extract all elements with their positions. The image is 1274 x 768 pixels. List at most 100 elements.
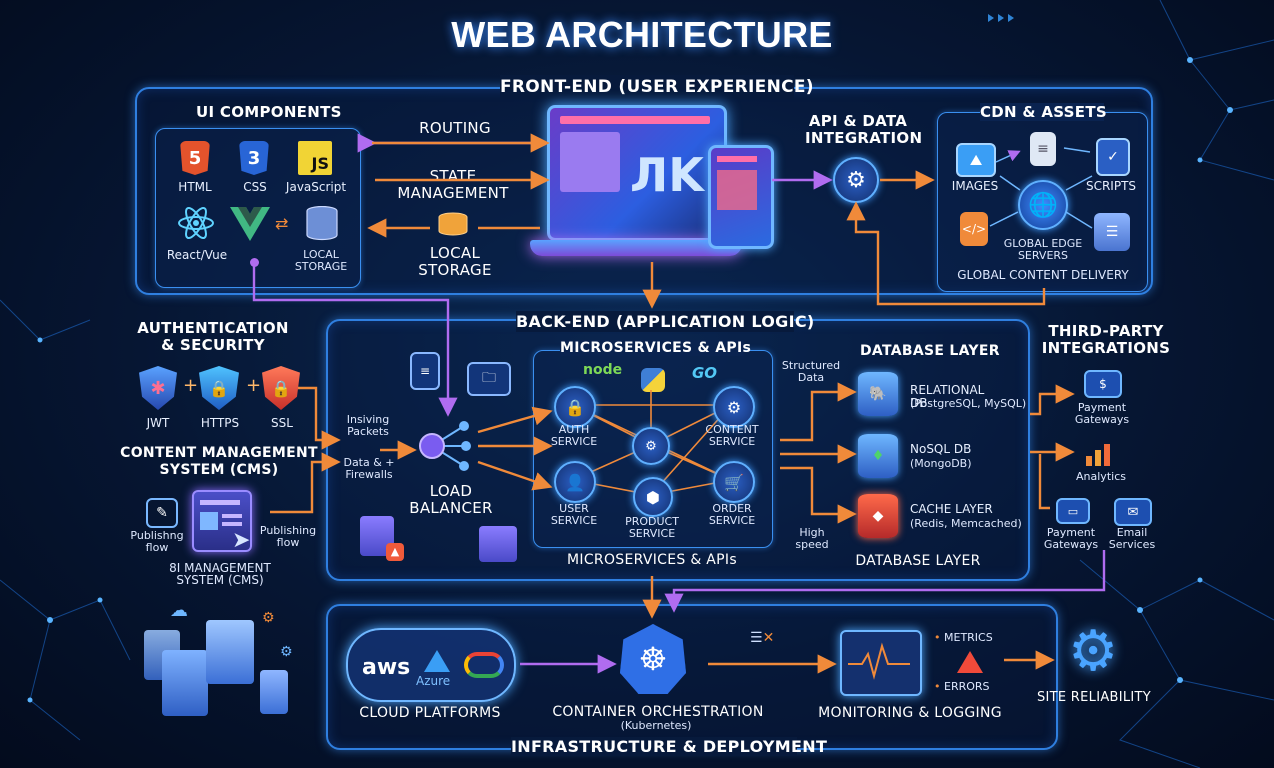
kubernetes-icon: ☸ [620,624,686,694]
auth-service-icon: 🔒 [554,386,596,428]
auth-service-label: AUTH SERVICE [550,423,598,448]
relational-db-sub: (PostgreSQL, MySQL) [910,397,1027,410]
insiving-label: Insiving Packets [346,413,390,438]
ui-local-storage-label: LOCAL STORAGE [294,248,348,273]
cache-layer-label: CACHE LAYER [910,502,993,516]
edit-icon: ✎ [146,498,178,528]
high-speed-label: High speed [795,526,829,551]
content-delivery-label: GLOBAL CONTENT DELIVERY [957,268,1129,282]
publishing-right-label: Publishing flow [259,524,317,549]
relational-db-label: RELATIONAL DB [910,383,985,410]
laptop-base [530,240,742,256]
nosql-db-icon: ♦ [858,434,898,478]
plus-sign: + [183,375,199,396]
server-cube-2 [479,526,517,562]
errors-text: ERRORS [944,680,990,693]
api-gear-icon: ⚙ [833,157,879,203]
analytics-label: Analytics [1076,470,1126,483]
images-label: IMAGES [951,179,999,193]
product-service-icon: ⬢ [633,477,673,517]
cms-title: CONTENT MANAGEMENT SYSTEM (CMS) [120,445,318,478]
globe-icon: 🌐 [1018,180,1068,230]
local-storage-label: LOCAL STORAGE [418,244,492,279]
db-error-icon: ☰✕ [750,630,775,646]
html-label: HTML [178,180,212,194]
doc-icon: ≡ [410,352,440,390]
gcp-logo [464,652,504,678]
order-service-icon: 🛒 [713,461,755,503]
html5-icon: 5 [180,141,210,175]
infra-title: INFRASTRUCTURE & DEPLOYMENT [511,737,828,756]
third-party-title: THIRD-PARTY INTEGRATIONS [1041,322,1171,357]
relational-db-icon: 🐘 [858,372,898,416]
payment-card-2-icon: ▭ [1056,498,1090,524]
jwt-label: JWT [146,416,170,430]
container-orchestration-label: CONTAINER ORCHESTRATION [552,704,764,720]
db-bottom-label: DATABASE LAYER [855,553,981,569]
monitor-icon [840,630,922,696]
auth-title: AUTHENTICATION & SECURITY [137,319,289,354]
cloud-platforms-label: CLOUD PLATFORMS [359,705,501,721]
microservices-title: MICROSERVICES & APIs [560,340,752,356]
ssl-label: SSL [271,416,293,430]
local-storage-icon [438,212,468,236]
css3-icon: 3 [239,141,269,175]
errors-label: • ERRORS [934,680,990,693]
https-label: HTTPS [200,416,240,430]
load-balancer-label: LOAD BALANCER [409,482,493,517]
javascript-label: JavaScript [285,180,347,194]
code-file-icon: </> [960,212,988,246]
ui-components-title: UI COMPONENTS [196,103,342,121]
cdn-title: CDN & ASSETS [980,103,1107,121]
edge-servers-label: GLOBAL EDGE SERVERS [1003,237,1083,262]
routing-label: ROUTING [419,119,491,137]
javascript-icon: JS [298,141,332,175]
aws-logo: aws [362,655,411,680]
publishing-left-label: Publishng flow [130,529,184,554]
payment-card-icon: $ [1084,370,1122,398]
scripts-icon: ✓ [1096,138,1130,176]
data-firewalls-label: Data & + Firewalls [343,456,395,481]
nosql-db-label: NoSQL DB [910,442,972,456]
document-icon: ≡ [1030,132,1056,166]
content-service-icon: ⚙ [713,386,755,428]
kubernetes-label: (Kubernetes) [620,719,692,732]
react-icon [178,206,214,240]
go-logo: GO [692,364,718,382]
plus-sign-2: + [246,375,262,396]
api-data-label: API & DATA INTEGRATION [805,112,923,147]
page-title: WEB ARCHITECTURE [451,14,833,55]
python-icon [641,368,665,392]
scripts-label: SCRIPTS [1085,179,1137,193]
metrics-text: METRICS [944,631,993,644]
node-logo: node [583,362,623,378]
cache-layer-icon: ◆ [858,494,898,538]
vue-icon [230,207,270,241]
payment-gateways-1-label: Payment Gateways [1074,401,1130,426]
email-services-label: Email Services [1108,526,1156,551]
backend-title: BACK-END (APPLICATION LOGIC) [516,311,815,332]
db-title: DATABASE LAYER [860,343,1000,359]
monitoring-label: MONITORING & LOGGING [818,705,1002,721]
order-service-label: ORDER SERVICE [708,502,756,527]
frontend-title: FRONT-END (USER EXPERIENCE) [500,75,814,99]
metrics-label: • METRICS [934,631,993,644]
azure-label: Azure [416,674,451,688]
analytics-icon [1084,436,1118,466]
alert-badge: ▲ [386,543,404,561]
api-hub-icon: ⚙ [632,427,670,465]
structured-data-label: Structured Data [781,359,841,384]
payment-gateways-2-label: Payment Gateways [1043,526,1099,551]
react-vue-label: React/Vue [166,248,228,262]
user-service-icon: 👤 [554,461,596,503]
site-reliability-label: SITE RELIABILITY [1036,690,1152,705]
css-label: CSS [243,180,267,194]
nosql-db-sub: (MongoDB) [910,457,972,470]
cms-bottom-label: 8I MANAGEMENT SYSTEM (CMS) [169,561,271,587]
server-stack-decor: ☁ ⚙ ⚙ [140,600,293,720]
product-service-label: PRODUCT SERVICE [625,515,679,540]
azure-logo: Azure [416,650,458,690]
user-service-label: USER SERVICE [550,502,598,527]
